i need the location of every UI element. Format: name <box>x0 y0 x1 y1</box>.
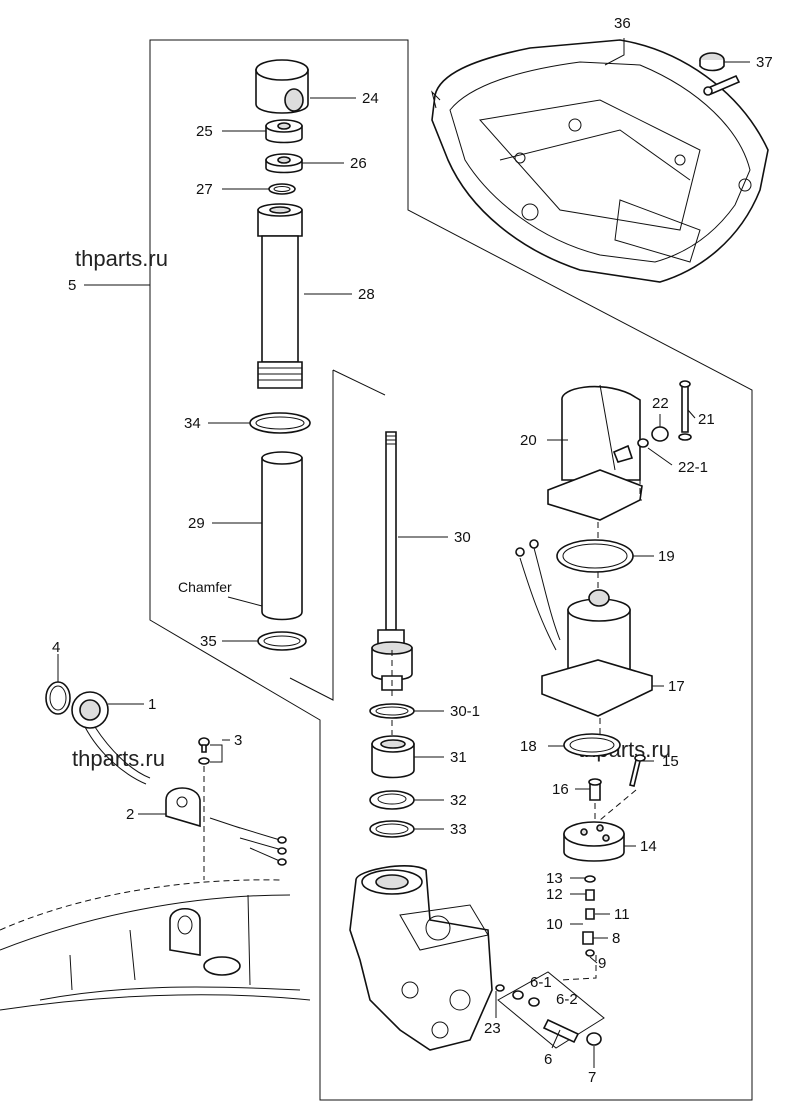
label-6-2: 6-2 <box>556 991 578 1008</box>
ring-4-drawing <box>45 681 71 715</box>
seal-26-drawing <box>265 153 303 174</box>
oring-27-drawing <box>268 183 296 195</box>
label-23: 23 <box>484 1020 501 1037</box>
label-12: 12 <box>546 886 563 903</box>
group-30-boundary <box>289 369 386 701</box>
grommet-1-drawing <box>71 691 151 785</box>
label-24: 24 <box>362 90 379 107</box>
label-4: 4 <box>52 639 60 656</box>
oring-30-1-drawing <box>369 703 415 719</box>
label-28: 28 <box>358 286 375 303</box>
label-3: 3 <box>234 732 242 749</box>
chamfer-note: Chamfer <box>178 579 232 595</box>
oring-35-drawing <box>257 631 307 651</box>
oring-19-drawing <box>556 539 634 573</box>
valve-6-drawing <box>495 971 605 1049</box>
label-30-1: 30-1 <box>450 703 480 720</box>
bolt-21-drawing <box>678 380 692 441</box>
label-22: 22 <box>652 395 669 412</box>
motor-17-drawing <box>515 539 653 717</box>
cap-24-drawing <box>255 59 309 114</box>
group-5-boundary <box>149 39 753 1101</box>
label-36: 36 <box>614 15 631 32</box>
label-30: 30 <box>454 529 471 546</box>
label-5: 5 <box>68 277 76 294</box>
oring-18-drawing <box>563 733 621 757</box>
label-1: 1 <box>148 696 156 713</box>
oring-33-drawing <box>369 820 415 838</box>
cylinder-28-drawing <box>257 203 303 389</box>
pump-body-drawing <box>349 865 493 1051</box>
label-18: 18 <box>520 738 537 755</box>
label-35: 35 <box>200 633 217 650</box>
valve-16-drawing <box>588 778 602 801</box>
small-parts-8-13-drawing <box>582 875 596 957</box>
label-21: 21 <box>698 411 715 428</box>
label-25: 25 <box>196 123 213 140</box>
label-34: 34 <box>184 415 201 432</box>
label-31: 31 <box>450 749 467 766</box>
label-32: 32 <box>450 792 467 809</box>
label-9: 9 <box>598 955 606 972</box>
label-13: 13 <box>546 870 563 887</box>
label-14: 14 <box>640 838 657 855</box>
nut-25-drawing <box>265 119 303 144</box>
label-20: 20 <box>520 432 537 449</box>
label-7: 7 <box>588 1069 596 1086</box>
ring-32-drawing <box>369 790 415 810</box>
label-22-1: 22-1 <box>678 459 708 476</box>
label-26: 26 <box>350 155 367 172</box>
watermark-1: thparts.ru <box>75 246 168 271</box>
label-17: 17 <box>668 678 685 695</box>
label-27: 27 <box>196 181 213 198</box>
shaft-30-drawing <box>371 431 413 691</box>
label-8: 8 <box>612 930 620 947</box>
bottom-cowling-drawing <box>431 39 769 283</box>
label-19: 19 <box>658 548 675 565</box>
label-2: 2 <box>126 806 134 823</box>
screw-3-drawing <box>198 737 210 880</box>
chamfer-leader <box>227 596 263 607</box>
label-6: 6 <box>544 1051 552 1068</box>
plug-22-drawing <box>637 426 669 448</box>
oring-34-drawing <box>249 412 311 434</box>
sleeve-29-drawing <box>261 451 303 621</box>
leader-lines <box>57 38 750 1068</box>
label-6-1: 6-1 <box>530 974 552 991</box>
reservoir-20-drawing <box>547 384 643 521</box>
clip-2-drawing <box>165 787 287 866</box>
pump-14-drawing <box>563 821 625 862</box>
cap-37-drawing <box>699 52 741 96</box>
label-15: 15 <box>662 753 679 770</box>
piston-31-drawing <box>371 735 415 779</box>
label-33: 33 <box>450 821 467 838</box>
label-37: 37 <box>756 54 773 71</box>
hull-drawing <box>0 879 311 1011</box>
label-10: 10 <box>546 916 563 933</box>
label-16: 16 <box>552 781 569 798</box>
label-29: 29 <box>188 515 205 532</box>
callout-labels: 24 25 26 27 28 5 34 29 Chamfer 35 30 30-… <box>52 15 773 1086</box>
label-11: 11 <box>614 906 630 923</box>
